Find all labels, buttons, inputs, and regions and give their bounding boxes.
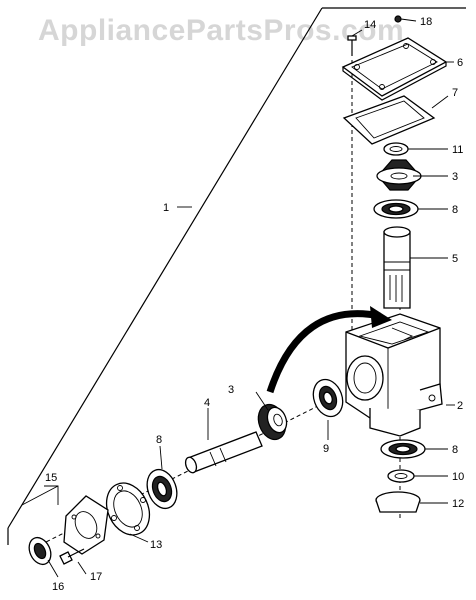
callout-8-bottom: 8 [452,444,458,456]
part-8-bearing-top [373,199,419,219]
callout-18: 18 [420,16,432,28]
callout-8-top: 8 [452,204,458,216]
part-8-bearing-bottom [380,439,426,459]
part-2-gear-housing [345,313,443,437]
part-12-cap [375,491,421,513]
callout-4: 4 [204,397,210,409]
callout-16: 16 [52,581,64,593]
callout-10: 10 [452,471,464,483]
callout-5: 5 [452,253,458,265]
callout-9: 9 [323,443,329,455]
part-4-shaft [184,431,263,474]
part-8-bearing-side [146,468,178,510]
callout-2: 2 [457,400,463,412]
callout-15: 15 [45,472,57,484]
callout-7: 7 [452,87,458,99]
callout-17: 17 [90,571,102,583]
centerlines [39,60,401,546]
part-11-ring [383,142,409,156]
insertion-arrow [266,306,392,394]
callout-labels: 1 2 3 4 3 8 5 6 7 11 8 10 12 8 9 13 14 1… [45,16,464,593]
leader-lines [47,18,455,578]
callout-1: 1 [163,202,169,214]
part-18-plug [394,15,402,23]
part-14-screw [347,35,357,56]
callout-14: 14 [364,19,376,31]
callout-13: 13 [150,539,162,551]
callout-3-top: 3 [452,171,458,183]
part-10-washer [387,469,415,483]
callout-3-side: 3 [228,384,234,396]
part-9-seal [312,378,344,418]
part-5-shaft [383,226,411,309]
assembly-bracket-1 [7,7,466,545]
watermark-logo: AppliancePartsPros.com [38,14,405,47]
part-3-bevel-gear-top [376,159,422,191]
callout-8-side: 8 [156,434,162,446]
callout-6: 6 [457,57,463,69]
part-15-bracket [21,485,59,506]
callout-11: 11 [452,144,463,156]
part-6-top-cover [341,37,448,101]
part-3-bevel-gear-side [257,403,288,441]
part-16-seal [28,536,52,566]
part-15-retainer-plate [63,495,109,555]
part-17-bolt [59,548,85,565]
part-7-gasket [342,95,436,145]
callout-12: 12 [452,498,464,510]
part-13-flange-cover [105,482,151,536]
